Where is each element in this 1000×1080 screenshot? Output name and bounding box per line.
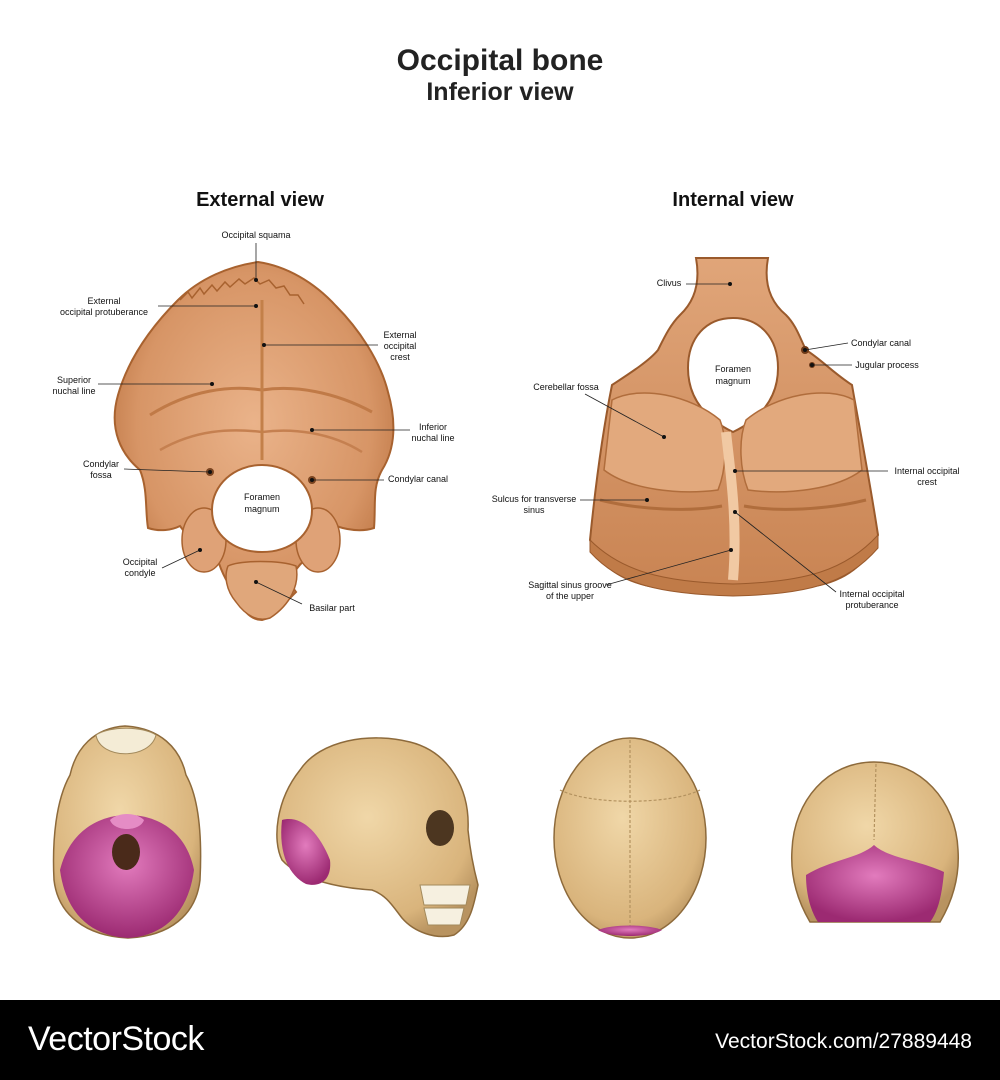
internal-occipital-bone [588, 257, 880, 597]
label-external-protuberance-1: External [87, 296, 120, 306]
brand-logo: VectorStock [28, 1020, 204, 1058]
footer-bar: VectorStock VectorStock.com/27889448 [0, 1000, 1000, 1080]
label-basilar-part: Basilar part [309, 603, 355, 613]
label-occipital-condyle-2: condyle [124, 568, 155, 578]
label-condylar-fossa-1: Condylar [83, 459, 119, 469]
label-clivus: Clivus [657, 278, 682, 288]
label-external-crest-3: crest [390, 352, 410, 362]
label-external-protuberance-2: occipital protuberance [60, 307, 148, 317]
label-inferior-nuchal-1: Inferior [419, 422, 447, 432]
label-jugular-process: Jugular process [855, 360, 919, 370]
external-view-heading: External view [196, 189, 324, 211]
label-inferior-nuchal-2: nuchal line [411, 433, 454, 443]
label-superior-nuchal-1: Superior [57, 375, 91, 385]
page-title: Occipital bone [396, 44, 604, 77]
external-occipital-bone [113, 260, 395, 622]
label-condylar-canal-int: Condylar canal [851, 338, 911, 348]
skull-superior-view [553, 737, 707, 939]
image-reference: VectorStock.com/27889448 [715, 1030, 972, 1053]
skull-inferior-view [52, 725, 202, 939]
skull-lateral-view [276, 737, 479, 938]
label-internal-protuberance-1: Internal occipital [839, 589, 904, 599]
internal-view-heading: Internal view [672, 189, 794, 211]
label-occipital-condyle-1: Occipital [123, 557, 158, 567]
skull-posterior-view [791, 761, 959, 923]
label-foramen-ext-2: magnum [244, 504, 279, 514]
label-sagittal-groove-2: of the upper [546, 591, 594, 601]
label-condylar-fossa-2: fossa [90, 470, 112, 480]
label-internal-crest-2: crest [917, 477, 937, 487]
label-sulcus-transverse-1: Sulcus for transverse [492, 494, 577, 504]
label-foramen-int-1: Foramen [715, 364, 751, 374]
anatomy-illustration: Occipital squama External occipital prot… [52, 230, 960, 939]
label-cerebellar-fossa: Cerebellar fossa [533, 382, 599, 392]
label-occipital-squama: Occipital squama [221, 230, 290, 240]
label-sagittal-groove-1: Sagittal sinus groove [528, 580, 612, 590]
label-foramen-ext-1: Foramen [244, 492, 280, 502]
label-external-crest-1: External [383, 330, 416, 340]
label-sulcus-transverse-2: sinus [523, 505, 545, 515]
label-foramen-int-2: magnum [715, 376, 750, 386]
label-condylar-canal-ext: Condylar canal [388, 474, 448, 484]
page-subtitle: Inferior view [426, 78, 574, 106]
label-external-crest-2: occipital [384, 341, 417, 351]
label-internal-protuberance-2: protuberance [845, 600, 898, 610]
label-superior-nuchal-2: nuchal line [52, 386, 95, 396]
label-internal-crest-1: Internal occipital [894, 466, 959, 476]
